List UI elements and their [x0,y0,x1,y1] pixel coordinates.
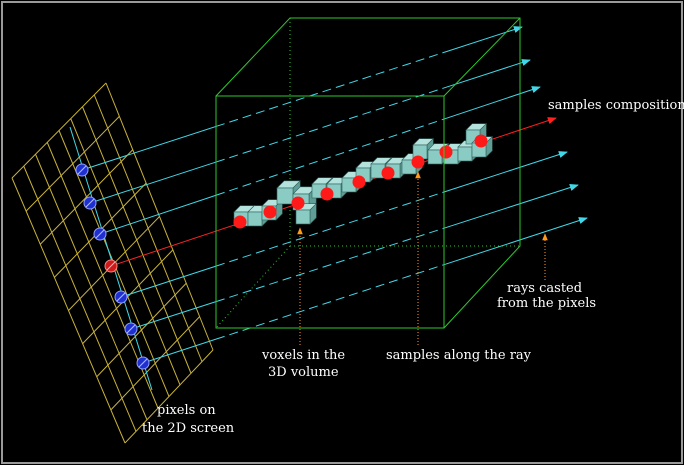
grid-line [124,349,214,444]
samples-composition-label: samples composition [548,98,684,113]
volume-hidden-edges [215,18,520,329]
voxel [295,202,318,225]
sample-point [439,145,453,159]
ray-segment-inside [215,87,445,163]
sample-point [233,215,247,229]
pixel-sample [114,290,128,304]
leader-arrows [297,171,548,345]
sample-point [474,134,488,148]
pixel-samples-group [69,126,153,391]
pixel-sample [93,227,107,241]
sample-point [320,187,334,201]
ray-segment-inside [215,191,445,267]
sample-point [411,155,425,169]
rays-casted-label-line2: from the pixels [497,296,596,311]
samples-along-ray-label: samples along the ray [386,348,532,363]
grid-line [82,249,174,344]
rays-group [81,26,588,364]
pixel-sample [75,163,89,177]
ray-segment [443,151,568,193]
grid-line [11,177,126,444]
grid-line [96,282,187,378]
ray-segment-inside [215,51,445,127]
ray-segment [443,184,579,229]
voxels-label-line2: 3D volume [268,365,339,380]
volume-box [215,17,521,329]
ray-segment-inside [215,118,445,196]
ray-segment [443,217,588,266]
sample-point [263,205,277,219]
ray-segment [81,125,217,171]
pixels-label-line2: the 2D screen [142,421,235,436]
ray-segment [120,265,217,298]
ray-segment [142,338,217,364]
ray-segment [443,26,523,53]
grid-line [35,154,148,420]
ray-segment-inside [215,227,445,303]
center-pixel [104,259,118,273]
samples-group [233,134,488,229]
screen-pixel-grid [11,82,214,444]
ray-segment [443,59,531,89]
pixel-sample [83,196,97,210]
sample-point [291,196,305,210]
ray-segment [99,194,217,235]
sample-point [352,175,366,189]
grid-line [110,316,200,411]
ray-segment [443,86,541,120]
voxels-label-line1: voxels in the [261,348,345,363]
sample-point [381,166,395,180]
pixel-sample [124,322,138,336]
pixel-sample [136,356,150,370]
ray-segment-inside [215,264,445,340]
rays-casted-label-line1: rays casted [507,281,582,296]
ray-segment [130,301,217,330]
ray-segment [89,161,217,204]
pixels-label-line1: pixels on [157,403,216,418]
grid-line [23,165,137,432]
